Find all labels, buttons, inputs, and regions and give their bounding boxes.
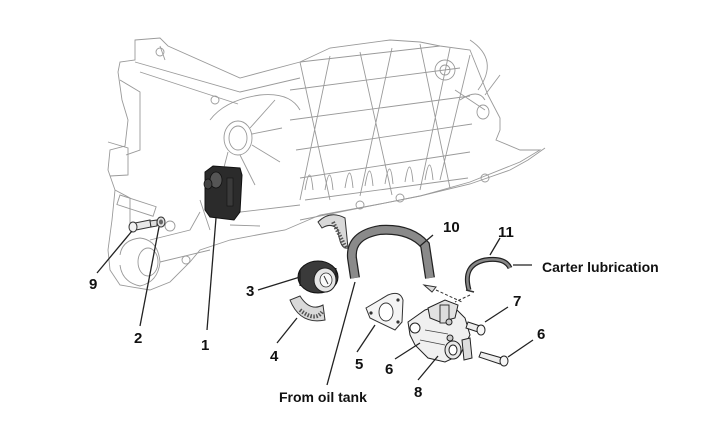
part-1-cover — [203, 165, 243, 221]
part-9-screw — [128, 219, 158, 233]
part-10-hose — [346, 224, 437, 293]
part-3-pulley — [297, 260, 339, 294]
callout-3: 3 — [246, 283, 254, 300]
part-6-oil-pump — [407, 299, 473, 363]
callout-9: 9 — [89, 276, 97, 293]
from-oil-tank-label: From oil tank — [279, 389, 367, 405]
part-2-washer — [156, 216, 166, 228]
callout-2: 2 — [134, 330, 142, 347]
callout-8: 8 — [414, 384, 422, 401]
part-5-gasket — [365, 292, 404, 331]
callout-1: 1 — [201, 337, 209, 354]
callout-5: 5 — [355, 356, 363, 373]
leader-lines — [96, 217, 534, 386]
carter-lubrication-label: Carter lubrication — [542, 259, 659, 275]
callout-11: 11 — [498, 224, 514, 241]
part-11-pipe — [464, 256, 513, 293]
callout-6a: 6 — [385, 361, 393, 378]
callout-4: 4 — [270, 348, 279, 365]
part-4-belt — [289, 214, 349, 322]
callout-10: 10 — [443, 219, 460, 236]
crankcase-drawing — [107, 37, 546, 291]
assembly-dash-lines — [435, 289, 471, 303]
callout-labels: 9 2 1 3 4 5 6 8 10 11 7 6 — [89, 219, 545, 401]
callout-7: 7 — [513, 293, 521, 310]
callout-6b: 6 — [537, 326, 545, 343]
part-6-long-screw — [478, 351, 509, 367]
part-7-screw — [465, 321, 486, 336]
